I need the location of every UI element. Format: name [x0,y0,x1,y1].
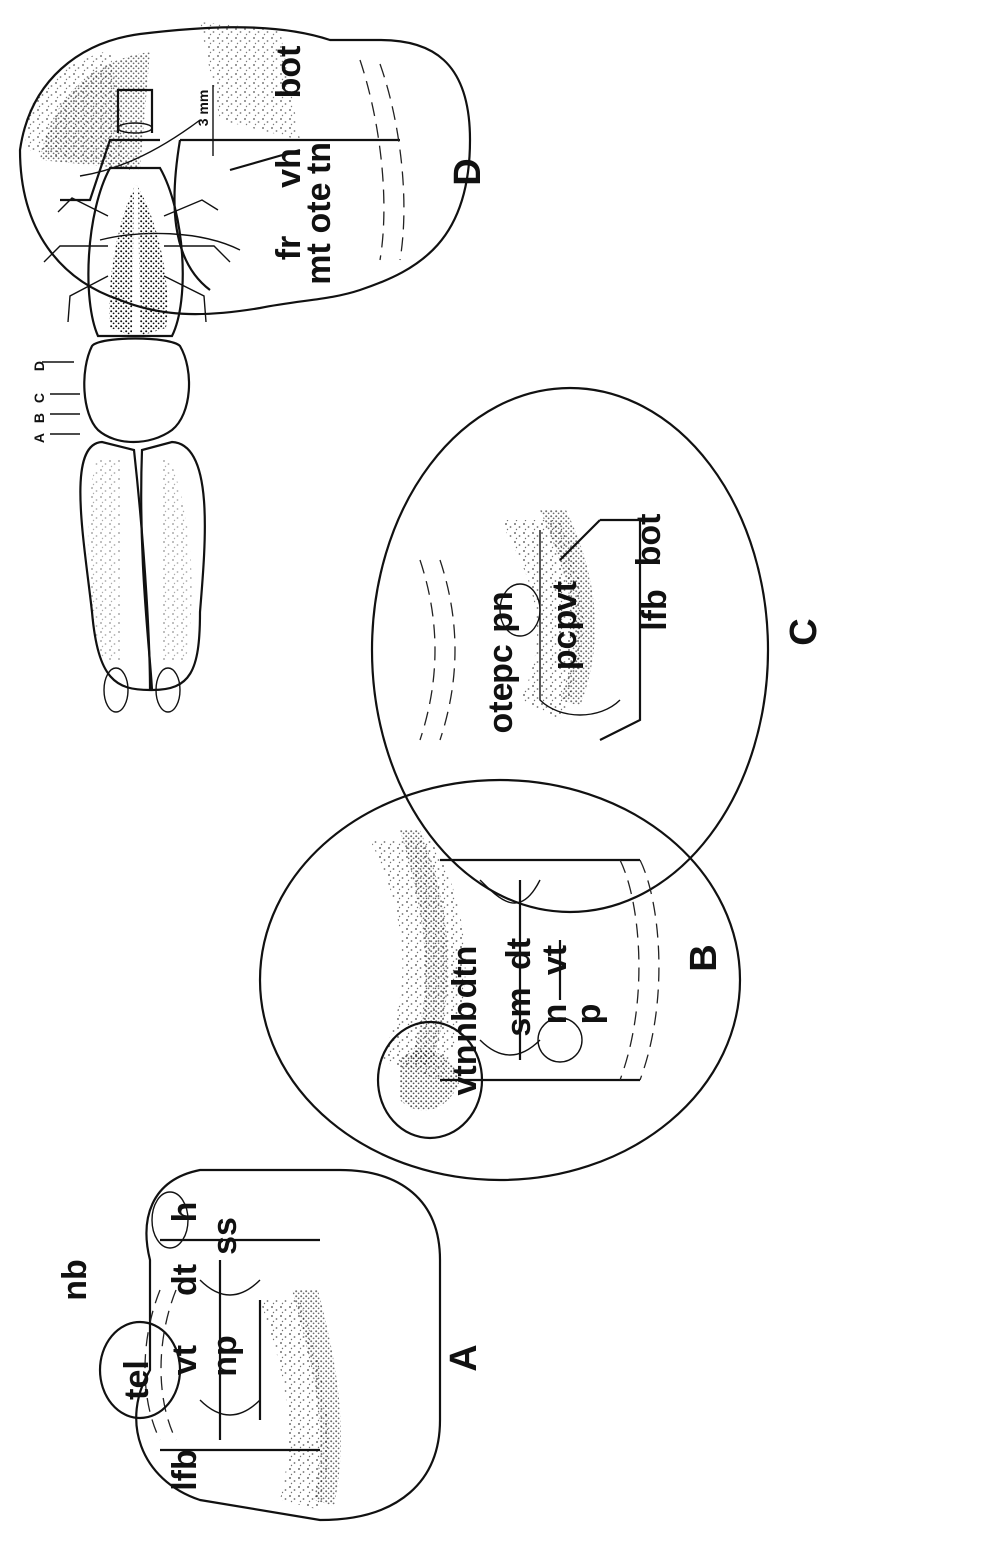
label-vh: vh [270,148,308,188]
panel-letter-c: C [783,618,825,645]
panel-letter-d: D [447,158,489,185]
label-sm: sm [500,987,538,1036]
label-pn: pn [482,591,520,633]
scale-bar: 3 mm [195,85,213,156]
label-dtn: dtn [446,946,484,999]
label-dt-a: dt [166,1264,204,1296]
label-dt-b: dt [500,938,538,970]
label-pcp: pcp [546,610,584,670]
label-nb-a: nb [56,1259,94,1301]
label-h: h [166,1202,204,1223]
panel-d: tn ote mt fr vh bot D [20,22,489,314]
panel-letter-b: B [683,944,725,971]
panel-c: pn pc ote pcp vt lfb bot C [372,388,825,912]
panel-a: tel nb h ss dt vt np lfb A [56,1022,485,1520]
panel-letter-a: A [443,1344,485,1371]
label-bot: bot [270,46,308,99]
label-ote-c: ote [482,683,520,734]
label-n-b: n [536,1004,574,1025]
panel-b: dtn nb vtn dt sm vt n p B [260,780,740,1180]
marker-label-b: B [31,413,47,423]
scale-bar-label: 3 mm [195,90,211,127]
label-vt-a: vt [166,1345,204,1375]
label-fr: fr [270,236,308,261]
marker-label-c: C [31,393,47,403]
label-bot-c: bot [630,514,668,567]
label-lfb-c: lfb [636,589,674,631]
label-ss: ss [206,1217,244,1255]
label-vt-c: vt [546,581,584,611]
brain-dorsal-view [44,90,230,712]
marker-label-d: D [31,361,47,371]
label-lfb-a: lfb [166,1449,204,1491]
label-vt-b: vt [536,945,574,975]
label-ote: ote [300,183,338,234]
label-p-b: p [570,1004,608,1025]
marker-label-a: A [31,433,47,443]
label-np-a: np [206,1335,244,1377]
label-tel: tel [118,1360,156,1400]
section-level-markers: D C B A [31,361,80,443]
label-pc: pc [482,644,520,684]
